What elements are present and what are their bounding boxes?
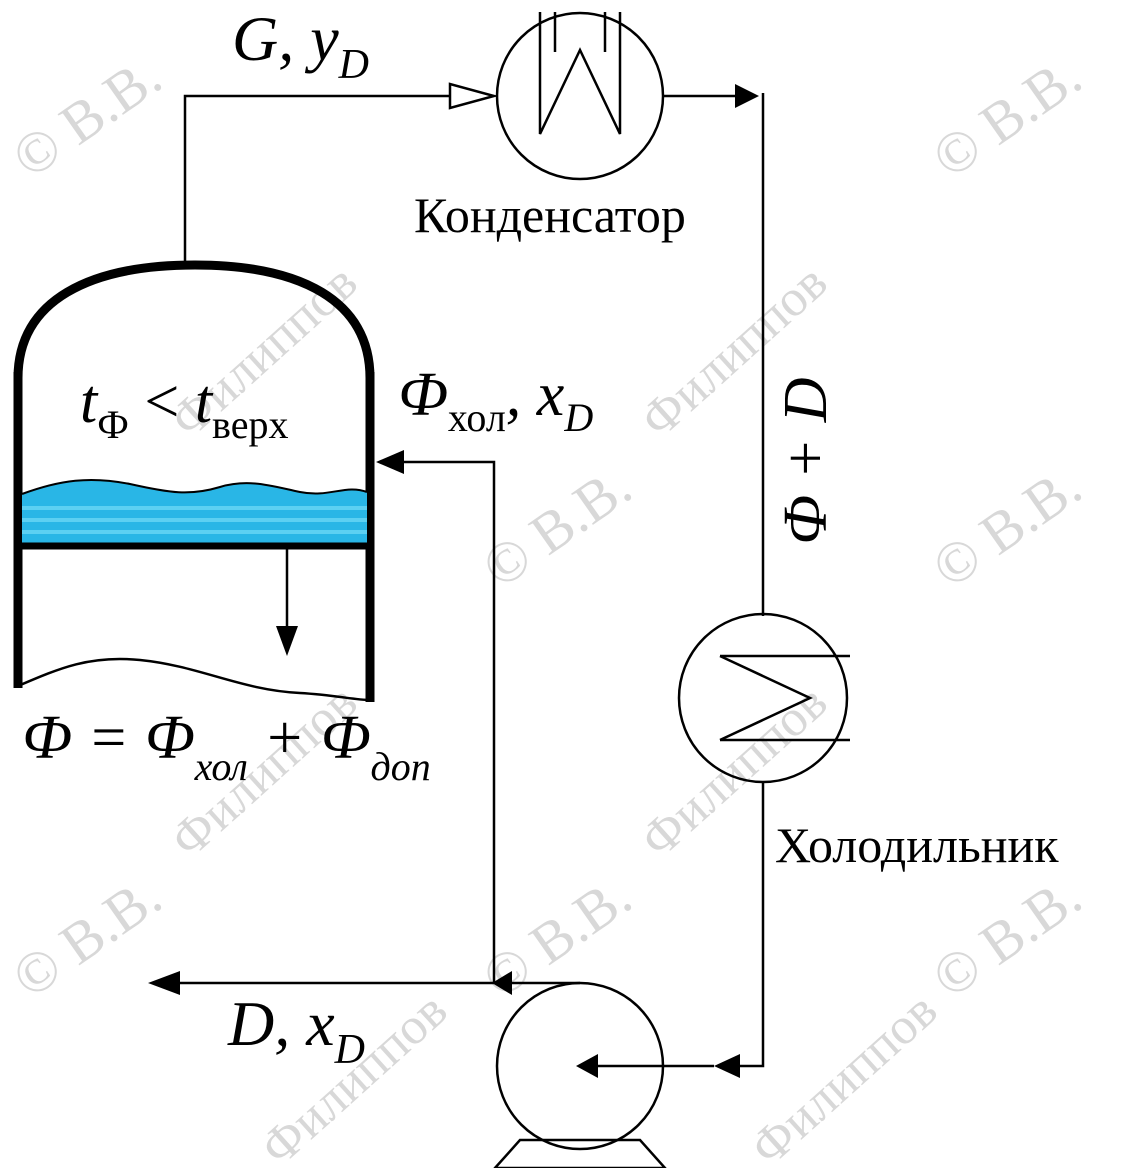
cooled-liquid-line bbox=[714, 782, 765, 1078]
reflux-arrowhead bbox=[376, 450, 404, 474]
downflow-arrowhead bbox=[276, 626, 298, 656]
cold-reflux-label: Фхол, xD bbox=[398, 361, 593, 440]
cooler-coil bbox=[719, 654, 813, 742]
watermark-copyright: © В.В. bbox=[0, 863, 172, 1011]
watermark-copyright: © В.В. bbox=[0, 43, 172, 191]
watermark-copyright: © В.В. bbox=[470, 453, 642, 601]
cooled-liquid-pipe bbox=[740, 782, 765, 1068]
distillation-column-top bbox=[13, 260, 375, 702]
condensate-arrowhead bbox=[735, 84, 759, 108]
watermark-name: Филиппов bbox=[740, 981, 948, 1168]
tray-liquid bbox=[22, 479, 367, 544]
watermark-copyright: © В.В. bbox=[920, 453, 1092, 601]
pump-discharge bbox=[148, 450, 580, 995]
distillate-label: D, xD bbox=[227, 988, 365, 1073]
condenser-label: Конденсатор bbox=[414, 187, 686, 243]
vapor-flow-label: G, yD bbox=[232, 3, 369, 88]
condenser-coil bbox=[538, 12, 622, 135]
condenser-circle bbox=[495, 11, 665, 181]
column-dome bbox=[13, 260, 375, 379]
reflux-pipe bbox=[404, 460, 496, 983]
pump-base bbox=[493, 1138, 667, 1168]
condensate-line bbox=[663, 84, 765, 616]
pump-inlet-arrowhead bbox=[576, 1054, 598, 1078]
column-cut-edge bbox=[17, 657, 371, 702]
watermark-copyright: © В.В. bbox=[920, 863, 1092, 1011]
condenser bbox=[495, 11, 665, 181]
reflux-equation-label: Ф = Фхол + Фдоп bbox=[22, 704, 431, 789]
vapor-pipe bbox=[183, 94, 450, 266]
liquid-surface bbox=[21, 478, 368, 495]
cooled-liquid-arrowhead bbox=[714, 1054, 740, 1078]
watermark-copyright: © В.В. bbox=[920, 43, 1092, 191]
pump-discharge-arrowhead bbox=[492, 971, 512, 995]
total-flow-label: Ф + D bbox=[772, 378, 840, 545]
vapor-open-arrow bbox=[448, 82, 499, 110]
watermark-copyright: © В.В. bbox=[470, 863, 642, 1011]
pump bbox=[493, 981, 714, 1168]
cooler-label: Холодильник bbox=[775, 817, 1059, 873]
distillate-arrowhead bbox=[148, 971, 180, 995]
temperature-condition-label: tФ < tверх bbox=[80, 368, 288, 447]
vapor-line bbox=[183, 82, 499, 266]
